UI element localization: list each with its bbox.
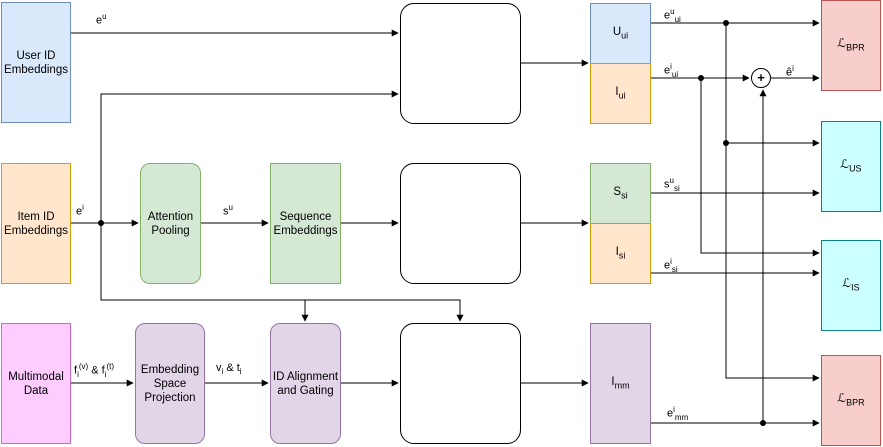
loss-bpr-bottom-box: ℒBPR bbox=[821, 355, 881, 446]
loss-bpr-top-box: ℒBPR bbox=[821, 0, 881, 91]
loss-is-symbol: ℒ bbox=[842, 276, 852, 291]
edge-iui-to-is bbox=[700, 78, 820, 257]
edges bbox=[71, 19, 820, 427]
loss-bpr-top-symbol: ℒ bbox=[837, 36, 847, 51]
u-ui-sub: ui bbox=[621, 30, 629, 41]
i-si-main: I bbox=[615, 245, 619, 258]
edge-label-ei-mm: eimm bbox=[667, 405, 689, 422]
loss-is-box: ℒIS bbox=[821, 240, 881, 331]
i-mm-sub: mm bbox=[614, 380, 630, 391]
s-si-main: S bbox=[613, 185, 622, 198]
junction-dot bbox=[723, 140, 729, 146]
u-ui-main: U bbox=[612, 25, 622, 38]
loss-bpr-bottom-symbol: ℒ bbox=[837, 391, 847, 406]
edge-label-ei: ei bbox=[76, 203, 84, 218]
edge-label-su: su bbox=[223, 203, 233, 218]
i-ui-main: I bbox=[615, 85, 619, 98]
edge-label-ehat: êi bbox=[786, 64, 794, 79]
attention-pooling-label: Attention Pooling bbox=[147, 210, 194, 237]
edge-label-ei-ui: eiui bbox=[664, 62, 679, 79]
junctions bbox=[98, 20, 766, 426]
s-si-sub: si bbox=[621, 190, 628, 201]
edge-label-f: fi(v) & fi(t) bbox=[74, 362, 115, 379]
i-mm-main: I bbox=[611, 375, 615, 388]
id-alignment-gating-box: ID Alignment and Gating bbox=[270, 323, 341, 444]
edge-label-vt: vi & ti bbox=[216, 362, 242, 377]
edge-item-to-mm-graph bbox=[100, 223, 464, 322]
junction-dot bbox=[98, 220, 104, 226]
loss-us-sub: US bbox=[849, 163, 862, 174]
loss-bpr-bottom-sub: BPR bbox=[846, 397, 865, 408]
loss-us-box: ℒUS bbox=[821, 121, 881, 212]
graph-box-user-item bbox=[400, 3, 521, 124]
u-ui-box: Uui bbox=[590, 3, 651, 64]
s-si-box: Ssi bbox=[590, 163, 651, 224]
i-mm-box: Imm bbox=[590, 323, 651, 444]
multimodal-data-box: Multimodal Data bbox=[1, 323, 71, 444]
sequence-embeddings-box: Sequence Embeddings bbox=[270, 163, 341, 284]
sum-node: + bbox=[751, 68, 771, 88]
edge-label-eu-ui: euui bbox=[664, 7, 681, 24]
edge-label-eu: eu bbox=[96, 12, 107, 27]
multimodal-data-label: Multimodal Data bbox=[8, 370, 64, 397]
loss-bpr-top-sub: BPR bbox=[846, 42, 865, 53]
embedding-space-projection-box: Embedding Space Projection bbox=[135, 323, 205, 444]
loss-is-sub: IS bbox=[851, 282, 860, 293]
edge-uui-to-us bbox=[725, 23, 820, 147]
edge-item-to-graph bbox=[100, 90, 399, 223]
user-id-embeddings-label: User ID Embeddings bbox=[4, 49, 68, 76]
i-si-box: Isi bbox=[590, 223, 651, 284]
graph-box-multimodal bbox=[400, 323, 521, 444]
attention-pooling-box: Attention Pooling bbox=[140, 163, 201, 284]
edge-label-ei-si: eisi bbox=[664, 257, 678, 274]
i-ui-sub: ui bbox=[618, 90, 626, 101]
junction-dot bbox=[760, 420, 766, 426]
item-id-embeddings-box: Item ID Embeddings bbox=[1, 163, 71, 284]
junction-dot bbox=[723, 20, 729, 26]
sum-symbol: + bbox=[757, 70, 765, 85]
loss-us-symbol: ℒ bbox=[840, 157, 850, 172]
edge-uui-to-bpr-bottom bbox=[725, 143, 820, 382]
user-id-embeddings-box: User ID Embeddings bbox=[1, 2, 71, 123]
sequence-embeddings-label: Sequence Embeddings bbox=[273, 210, 338, 237]
i-ui-box: Iui bbox=[590, 63, 651, 124]
junction-dot bbox=[698, 75, 704, 81]
graph-box-sequence bbox=[400, 163, 521, 284]
i-si-sub: si bbox=[618, 250, 626, 261]
id-alignment-gating-label: ID Alignment and Gating bbox=[272, 370, 339, 397]
embedding-space-projection-label: Embedding Space Projection bbox=[140, 363, 200, 404]
item-id-embeddings-label: Item ID Embeddings bbox=[4, 210, 68, 237]
edge-label-su-si: susi bbox=[664, 176, 680, 193]
